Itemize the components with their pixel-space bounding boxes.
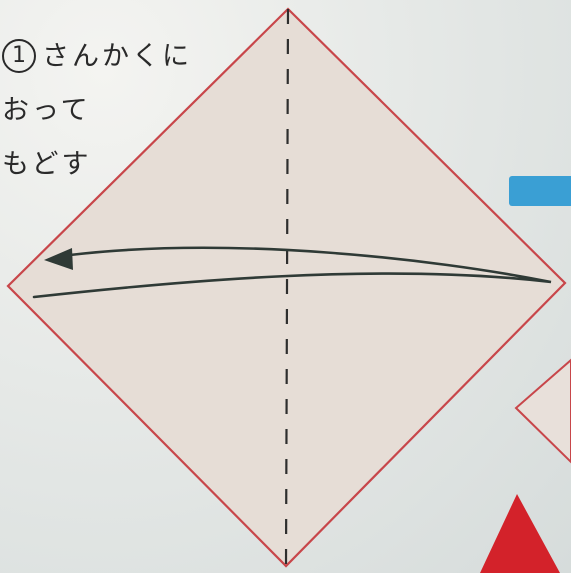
neighbor-paper-shape [514,358,571,464]
red-paper-tip [480,494,560,573]
arrow-head-icon [44,248,73,270]
instruction-text-2: おって [2,95,91,126]
instruction-text-1: さんかくに [42,41,192,72]
blue-accent-bar [509,176,571,206]
instruction-text-3: もどす [2,149,92,180]
step-number-badge: 1 [2,39,36,73]
fold-arrow-icon [32,246,552,299]
valley-fold-line [284,8,290,567]
